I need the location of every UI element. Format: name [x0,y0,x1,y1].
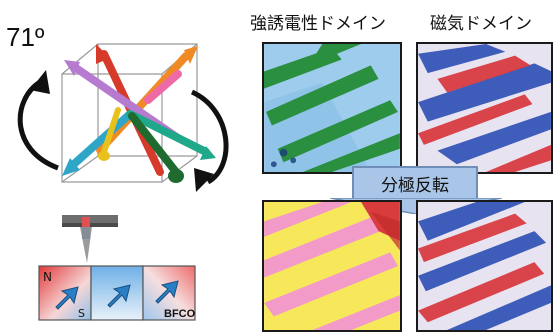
label-n: N [43,270,52,284]
arrow-cyan [70,110,134,168]
moment-arrow-3 [155,280,179,304]
magnetic-domain-blocks: N S BFCO [38,265,196,321]
arrow-yellow [101,107,121,155]
ferroelectric-domain-after [262,200,402,332]
switch-label: 分極反転 [381,175,449,196]
arrow-darkgreen [128,112,180,176]
label-s: S [78,307,85,320]
polarization-cube-diagram [17,43,229,192]
probe-tip [62,215,118,263]
arrow-teal [126,110,210,156]
ferroelectric-domain-before [262,42,402,174]
rotation-arrow-right [190,89,229,185]
arrow-pink [144,70,182,104]
magnetic-domain-before [416,42,553,174]
arrow-orange [96,52,190,154]
magnetic-domain-after [416,200,553,332]
moment-arrow-1 [55,286,79,310]
moment-arrow-2 [107,284,131,308]
polarization-switch-banner: 分極反転 [352,166,478,200]
rotation-arrow-left [17,79,59,171]
angle-label: 71º [6,22,45,52]
header-magnetic: 磁気ドメイン [430,14,532,34]
label-bfco: BFCO [164,308,196,320]
header-ferroelectric: 強誘電性ドメイン [250,14,386,34]
